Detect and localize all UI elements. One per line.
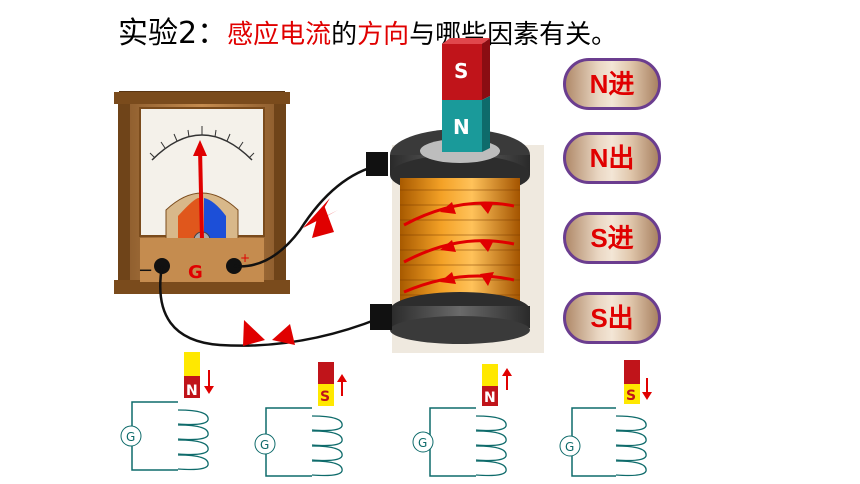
galvanometer: G − +: [114, 91, 290, 294]
n-in-button[interactable]: N进: [563, 58, 661, 110]
small-diagram-4: S G: [559, 360, 652, 477]
small-meter-label: G: [418, 436, 427, 450]
small-meter-label: G: [260, 438, 269, 452]
galvanometer-label: G: [188, 262, 203, 283]
small-diagram-3: N G: [412, 364, 512, 477]
small-meter-label: G: [565, 440, 574, 454]
magnet-bottom-pole: N: [453, 115, 470, 139]
small-pole-label: S: [320, 389, 330, 405]
wire-current-arrows: [243, 198, 338, 346]
s-out-button[interactable]: S出: [563, 292, 661, 344]
bar-magnet: S N: [442, 38, 490, 152]
minus-terminal-label: −: [138, 260, 153, 281]
small-pole-label: S: [626, 388, 636, 404]
upper-wire: [233, 163, 381, 268]
title-part-current: 感应电流: [227, 20, 332, 50]
lower-wire: [159, 265, 381, 347]
plus-terminal-label: +: [240, 251, 250, 265]
small-diagram-1: N G: [120, 352, 214, 471]
small-meter-label: G: [126, 430, 135, 444]
solenoid-coil: [366, 129, 544, 353]
n-out-button[interactable]: N出: [563, 132, 661, 184]
coil-current-arrows: [403, 201, 515, 294]
small-diagram-2: S G: [254, 362, 347, 477]
small-pole-label: N: [484, 390, 496, 406]
title-prefix: 实验2：: [118, 16, 228, 51]
magnet-top-pole: S: [454, 59, 468, 83]
small-pole-label: N: [186, 383, 198, 399]
s-in-button[interactable]: S进: [563, 212, 661, 264]
title-part-direction: 方向: [357, 20, 410, 50]
title-part-de: 的: [331, 20, 358, 50]
